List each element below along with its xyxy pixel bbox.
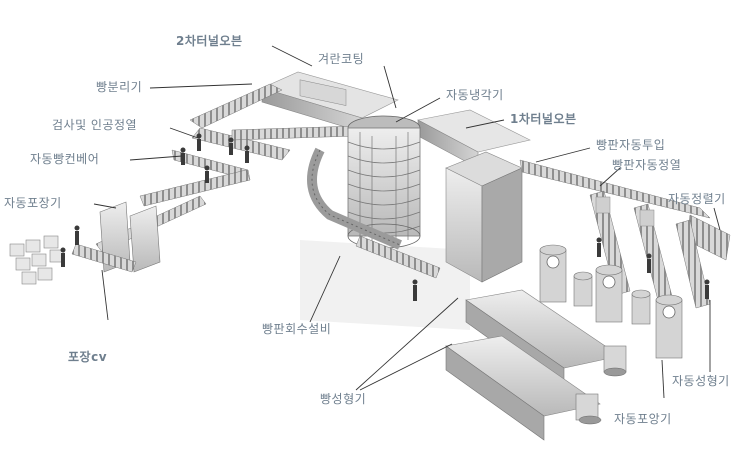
label-auto-packer-2: 자동포앙기 bbox=[614, 412, 672, 426]
label-tunnel-oven-2: 2차터널오븐 bbox=[176, 34, 243, 48]
label-bread-separator: 빵분리기 bbox=[96, 80, 143, 94]
packing-conveyor bbox=[71, 243, 137, 273]
label-glaze-coating: 겨란코팅 bbox=[318, 52, 365, 66]
floor-zone bbox=[300, 240, 470, 330]
auto-cooler-spiral bbox=[347, 115, 421, 249]
label-pan-auto-align: 빵판자동정열 bbox=[612, 158, 682, 172]
label-auto-cooler: 자동냉각기 bbox=[446, 88, 504, 102]
pan-feed-cabinet bbox=[445, 151, 523, 283]
pan-recovery-conveyor bbox=[355, 235, 441, 279]
label-auto-packer: 자동포장기 bbox=[4, 196, 62, 210]
label-auto-bread-conveyor: 자동빵컨베어 bbox=[30, 152, 100, 166]
label-inspection-manual-align: 검사및 인공정열 bbox=[52, 118, 138, 132]
bread-separator-conveyor bbox=[189, 83, 357, 161]
workers bbox=[60, 133, 710, 301]
packed-boxes bbox=[9, 235, 65, 285]
label-auto-former: 자동성형기 bbox=[672, 374, 730, 388]
forming-lines bbox=[539, 190, 711, 359]
bread-formers bbox=[445, 289, 627, 441]
label-pan-auto-feed: 빵판자동투입 bbox=[596, 138, 666, 152]
leader-lines bbox=[93, 45, 721, 399]
pan-auto-feed-conveyor bbox=[519, 159, 711, 219]
label-tunnel-oven-1: 1차터널오븐 bbox=[510, 112, 577, 126]
label-bread-former: 빵성형기 bbox=[320, 392, 367, 406]
label-pan-recovery: 빵판회수설비 bbox=[262, 322, 332, 336]
label-packing-cv: 포장cv bbox=[68, 350, 108, 364]
label-auto-aligner: 자동정렬기 bbox=[668, 192, 726, 206]
